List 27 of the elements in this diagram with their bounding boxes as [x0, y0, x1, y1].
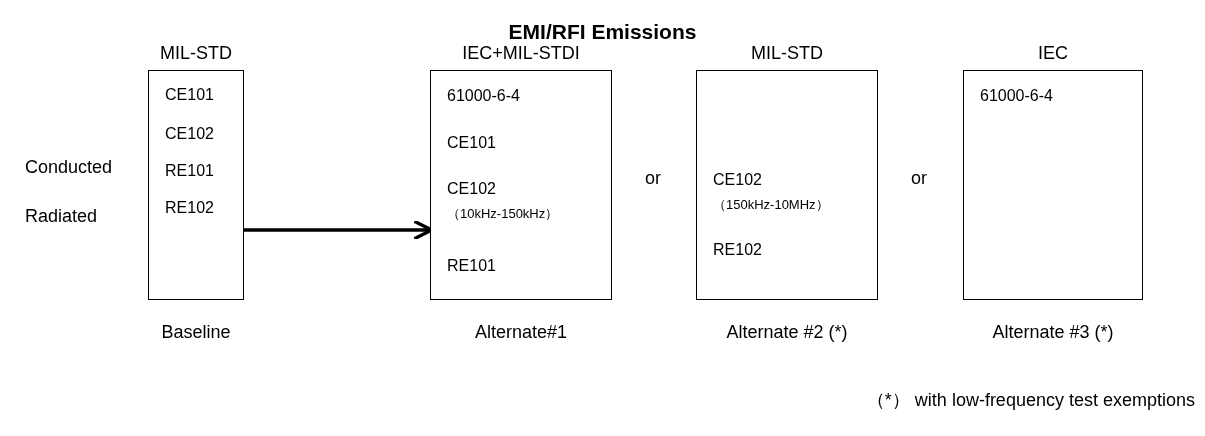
diagram-title: EMI/RFI Emissions: [507, 20, 698, 44]
row-label: Conducted: [25, 157, 113, 178]
column-heading: MIL-STD: [750, 43, 824, 64]
footnote: （*） with low-frequency test exemptions: [866, 389, 1195, 412]
frequency-range: （10kHz-150kHz）: [447, 205, 559, 223]
test-code: CE102: [713, 171, 762, 189]
test-code: 61000-6-4: [980, 87, 1053, 105]
test-code: RE102: [165, 199, 214, 217]
test-code: RE101: [165, 162, 214, 180]
test-code: CE102: [165, 125, 214, 143]
test-code: 61000-6-4: [447, 87, 520, 105]
box-caption: Alternate #3 (*): [991, 322, 1115, 343]
row-label: Radiated: [25, 206, 98, 227]
frequency-range: （150kHz-10MHz）: [713, 196, 829, 214]
separator-word: or: [911, 168, 927, 189]
column-heading: IEC+MIL-STDI: [461, 43, 581, 64]
test-code: CE102: [447, 180, 496, 198]
column-heading: MIL-STD: [159, 43, 233, 64]
column-heading: IEC: [1037, 43, 1069, 64]
box-caption: Baseline: [160, 322, 232, 343]
test-code: RE101: [447, 257, 496, 275]
test-code: CE101: [165, 86, 214, 104]
box-caption: Alternate #2 (*): [725, 322, 849, 343]
box-caption: Alternate#1: [473, 322, 569, 343]
test-code: RE102: [713, 241, 762, 259]
separator-word: or: [645, 168, 661, 189]
test-code: CE101: [447, 134, 496, 152]
